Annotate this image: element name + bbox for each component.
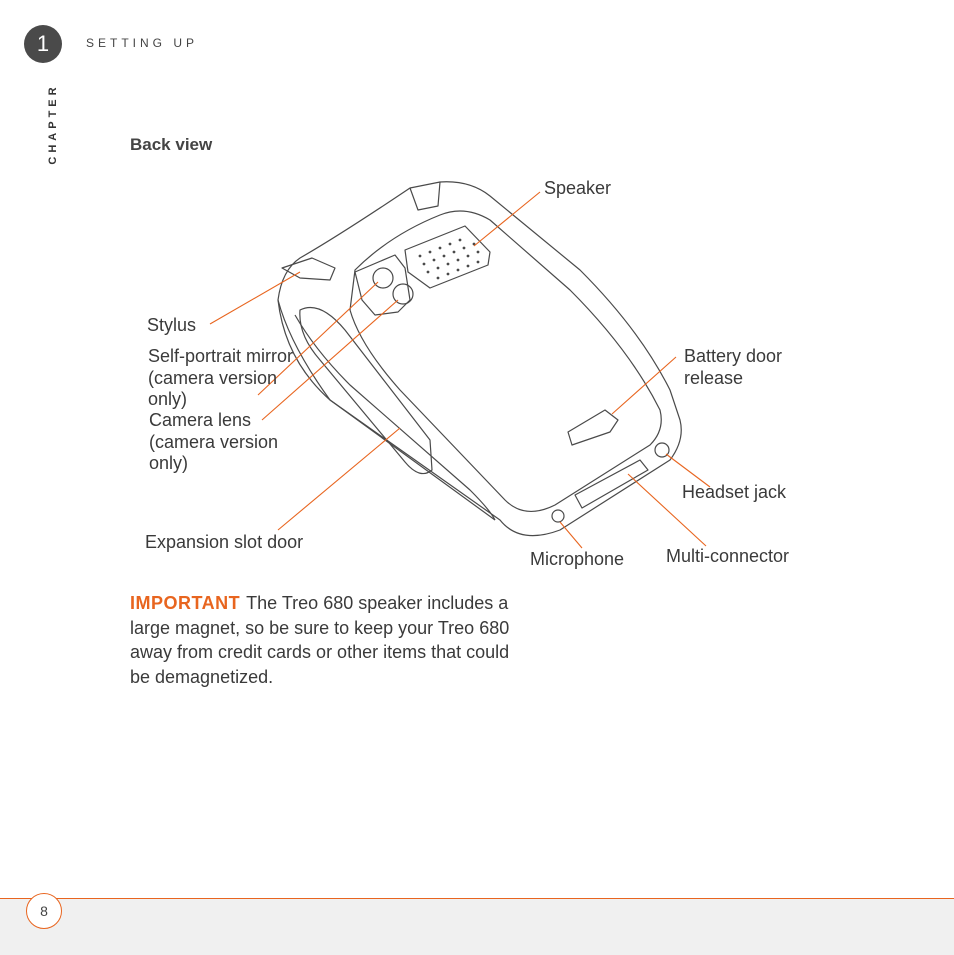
label-speaker: Speaker — [544, 178, 612, 198]
headset-jack-circle — [654, 442, 670, 458]
speaker-hole — [448, 242, 452, 246]
device-back-panel — [349, 210, 662, 512]
speaker-hole — [476, 260, 480, 264]
side-rail — [277, 299, 496, 521]
speaker-hole — [436, 266, 440, 270]
speaker-hole — [476, 250, 480, 254]
label-camera-lens-line1: Camera lens — [149, 410, 252, 430]
speaker-hole — [432, 258, 436, 262]
speaker-hole — [422, 262, 426, 266]
label-self-portrait-mirror-line2: (camera version — [148, 367, 278, 388]
speaker-hole — [418, 254, 422, 258]
label-camera-lens: Camera lens (camera version only) — [149, 410, 278, 475]
label-self-portrait-mirror: Self-portrait mirror (camera version onl… — [148, 346, 293, 411]
battery-door-release-shape — [567, 409, 619, 446]
speaker-hole — [442, 254, 446, 258]
label-battery-door-release-line2: release — [684, 367, 744, 388]
speaker-hole — [466, 264, 470, 268]
microphone-circle — [551, 509, 565, 523]
label-multi-connector: Multi-connector — [666, 546, 790, 566]
label-camera-lens-line3: only) — [149, 453, 189, 473]
camera-lens-circle — [392, 283, 414, 305]
speaker-hole — [446, 272, 450, 276]
camera-module — [354, 254, 411, 316]
speaker-hole — [426, 270, 430, 274]
label-expansion-slot-door: Expansion slot door — [145, 532, 304, 552]
label-self-portrait-mirror-line3: only) — [148, 389, 188, 409]
important-text: The Treo 680 speaker includes a large ma… — [130, 593, 510, 687]
label-battery-door-release: Battery door release — [684, 346, 782, 389]
label-headset-jack: Headset jack — [682, 482, 787, 502]
speaker-grille-outline — [404, 225, 491, 289]
speaker-hole — [456, 268, 460, 272]
chapter-number-badge: 1 — [24, 25, 62, 63]
speaker-hole — [428, 250, 432, 254]
speaker-hole — [472, 242, 476, 246]
speaker-hole — [452, 250, 456, 254]
important-label: IMPORTANT — [130, 593, 241, 613]
speaker-hole — [438, 246, 442, 250]
chapter-title: SETTING UP — [86, 36, 199, 50]
label-stylus: Stylus — [147, 315, 197, 335]
label-self-portrait-mirror-line1: Self-portrait mirror — [148, 346, 294, 366]
label-battery-door-release-line1: Battery door — [684, 346, 783, 366]
speaker-hole — [436, 276, 440, 280]
speaker-hole — [466, 254, 470, 258]
device-body-outline — [277, 181, 682, 537]
footer-bar — [0, 898, 954, 955]
speaker-hole — [458, 238, 462, 242]
speaker-hole — [462, 246, 466, 250]
page-number: 8 — [26, 893, 62, 929]
section-heading: Back view — [130, 135, 213, 154]
label-microphone: Microphone — [530, 549, 625, 569]
speaker-hole — [446, 262, 450, 266]
multi-connector-shape — [574, 459, 649, 509]
speaker-hole — [456, 258, 460, 262]
stylus-shape — [281, 257, 336, 281]
label-camera-lens-line2: (camera version — [149, 431, 279, 452]
self-portrait-mirror-circle — [372, 267, 394, 289]
